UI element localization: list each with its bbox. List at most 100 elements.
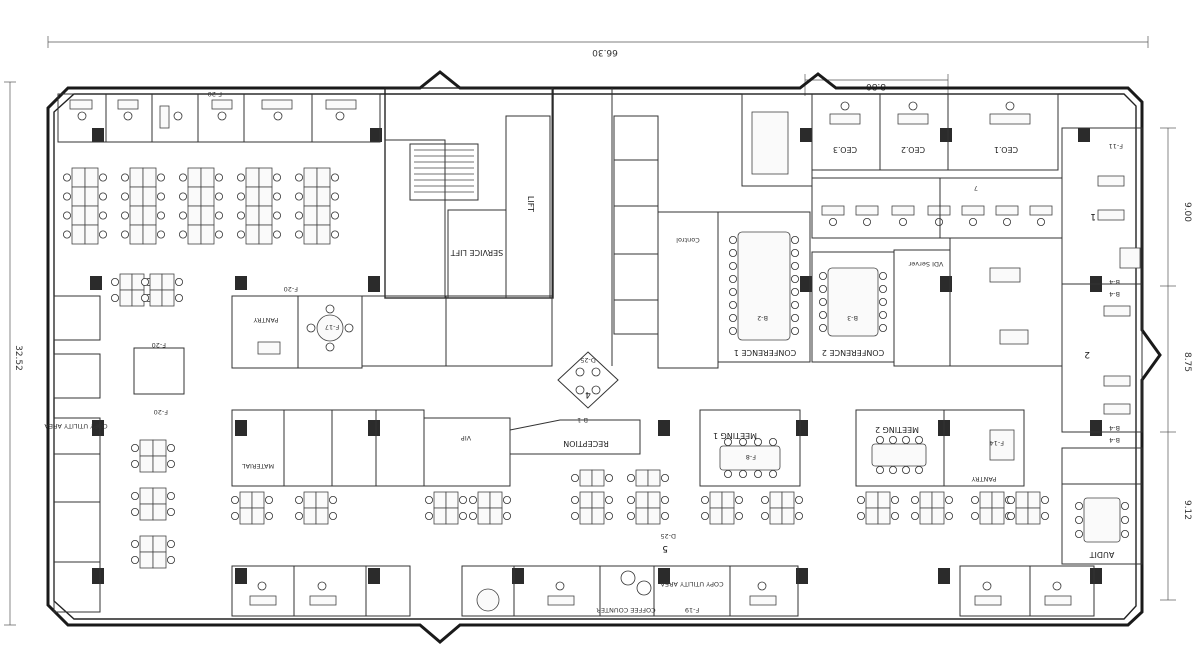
chair	[899, 217, 908, 226]
chair	[272, 173, 281, 182]
tag-b4-a: B-4	[1109, 278, 1120, 286]
chair	[236, 192, 245, 201]
chair	[174, 277, 183, 286]
desk	[149, 273, 163, 291]
desk	[139, 487, 154, 505]
chair	[971, 495, 980, 504]
desk	[245, 205, 260, 226]
desk	[445, 507, 459, 525]
staircase	[409, 143, 479, 201]
chair	[272, 192, 281, 201]
chair	[891, 495, 900, 504]
desk	[433, 491, 447, 509]
chair	[571, 473, 580, 482]
label-material: MATERIAL	[242, 462, 275, 470]
desk	[721, 491, 735, 509]
exterior-walls	[46, 70, 1162, 644]
chair	[791, 313, 800, 322]
label-vdi-server: VDI Server	[908, 260, 943, 268]
tag-b2: B-2	[757, 314, 768, 322]
desk	[71, 186, 86, 207]
chair	[236, 211, 245, 220]
desk	[433, 507, 447, 525]
chair	[166, 459, 175, 468]
chair	[424, 495, 433, 504]
chair	[769, 469, 778, 478]
desk	[71, 205, 86, 226]
chair	[605, 473, 614, 482]
chair	[661, 495, 670, 504]
desk	[865, 491, 879, 509]
desk	[84, 186, 99, 207]
desk	[142, 205, 157, 226]
chair	[294, 173, 303, 182]
chair	[729, 300, 738, 309]
chair	[819, 284, 828, 293]
chair	[1075, 516, 1084, 525]
tag-f20-left: F-20	[152, 341, 166, 349]
chair	[156, 173, 165, 182]
desk	[877, 491, 891, 509]
desk	[931, 507, 945, 525]
desk	[1027, 507, 1041, 525]
desk	[152, 535, 167, 553]
tag-f19: F-19	[685, 606, 699, 614]
tag-f14: F-14	[990, 439, 1004, 447]
desk	[721, 507, 735, 525]
tag-d25-kiosk: D-25	[580, 356, 596, 364]
desk	[258, 186, 273, 207]
chair	[294, 512, 303, 521]
chair	[911, 512, 920, 521]
tag-f17: F-17	[325, 323, 339, 331]
chair	[769, 437, 778, 446]
building-core: SERVICE LIFT LIFT Control	[361, 87, 719, 369]
chair	[735, 495, 744, 504]
chair	[214, 192, 223, 201]
chair	[166, 443, 175, 452]
chair	[178, 230, 187, 239]
desk	[139, 503, 154, 521]
chair	[889, 435, 898, 444]
chair	[294, 230, 303, 239]
desk	[927, 205, 951, 216]
zone-2: 2	[1084, 349, 1090, 359]
desk	[258, 224, 273, 245]
chair	[166, 556, 175, 565]
chair	[156, 230, 165, 239]
label-meeting-1: MEETING 1	[713, 431, 757, 440]
desk	[187, 167, 202, 188]
chair	[294, 495, 303, 504]
chair	[130, 459, 139, 468]
chair	[130, 540, 139, 549]
desk	[303, 205, 318, 226]
chair	[739, 469, 748, 478]
chair	[761, 495, 770, 504]
workstation-block-center	[230, 469, 1050, 525]
chair	[627, 512, 636, 521]
chair	[661, 512, 670, 521]
desk	[995, 205, 1019, 216]
desk	[245, 224, 260, 245]
chair	[178, 173, 187, 182]
chair	[458, 495, 467, 504]
chair	[330, 173, 339, 182]
chair	[99, 211, 108, 220]
desk	[152, 439, 167, 457]
tag-f20-pantry: F-20	[284, 285, 298, 293]
chair	[1041, 512, 1050, 521]
reception-kiosk: D-25 4	[557, 351, 619, 409]
chair	[130, 556, 139, 565]
desk	[152, 503, 167, 521]
chair	[879, 271, 888, 280]
left-wing: COPY UTILITY AREA F-20 F-20	[44, 295, 185, 613]
desk	[139, 439, 154, 457]
desk	[877, 507, 891, 525]
desk	[477, 507, 491, 525]
chair	[130, 507, 139, 516]
chair	[1121, 530, 1130, 539]
chair	[140, 293, 149, 302]
chair	[63, 173, 72, 182]
chair	[468, 512, 477, 521]
chair	[230, 512, 239, 521]
label-coffee-counter: COFFEE COUNTER	[596, 606, 656, 614]
